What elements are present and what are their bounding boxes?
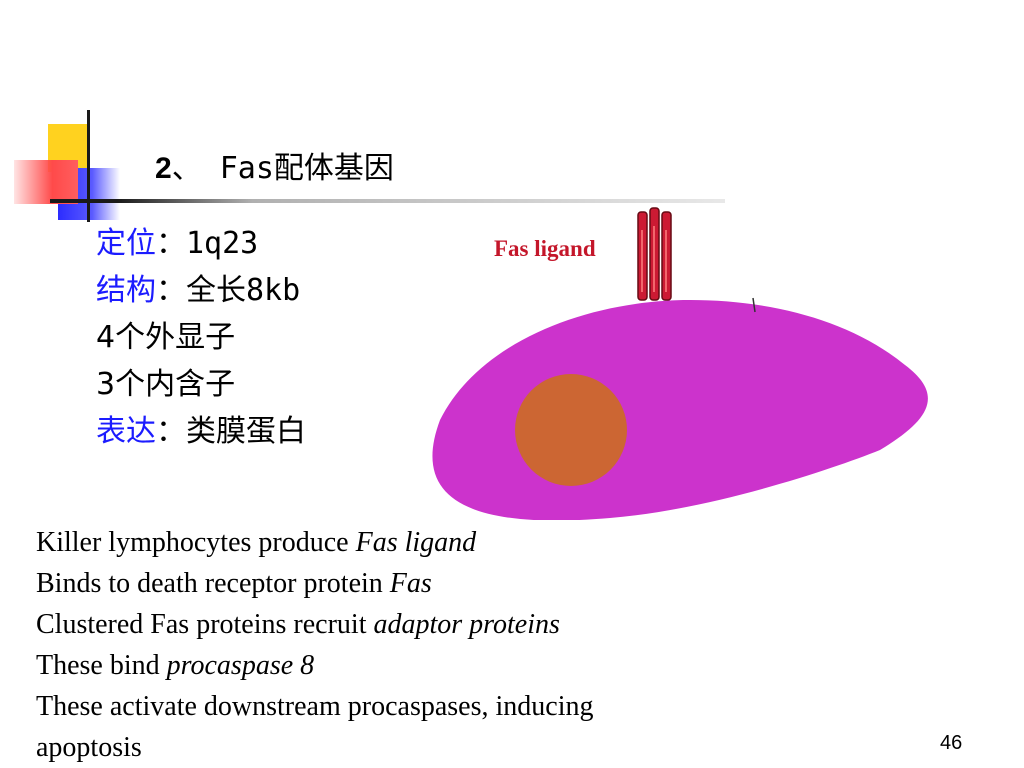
gene-info-list: 定位：1q23 结构：全长8kb 4个外显子 3个内含子 表达：类膜蛋白 xyxy=(96,220,306,455)
title-underline xyxy=(50,199,725,203)
title-text: 、 Fas配体基因 xyxy=(171,151,394,186)
fas-ligand-cell-diagram: Fas ligand xyxy=(432,207,928,520)
fas-ligand-protein xyxy=(637,207,672,301)
description-line: These activate downstream procaspases, i… xyxy=(36,691,594,722)
cell-body xyxy=(432,300,928,520)
decor-vertical-line xyxy=(87,110,90,222)
description-line: These bind procaspase 8 xyxy=(36,650,315,681)
info-key: 表达 xyxy=(96,414,156,449)
description-line: apoptosis xyxy=(36,732,142,763)
description-line: Binds to death receptor protein Fas xyxy=(36,568,432,599)
info-value: ：全长8kb xyxy=(156,273,301,308)
info-introns: 3个内含子 xyxy=(96,361,306,408)
info-value: ：类膜蛋白 xyxy=(156,414,306,449)
info-key: 定位 xyxy=(96,226,156,261)
cell-nucleus xyxy=(515,374,627,486)
title-number: 2 xyxy=(155,152,172,185)
info-structure: 结构：全长8kb xyxy=(96,267,306,314)
info-location: 定位：1q23 xyxy=(96,220,306,267)
info-key: 结构 xyxy=(96,273,156,308)
info-value: 4个外显子 xyxy=(96,320,236,355)
description: Killer lymphocytes produce Fas ligand Bi… xyxy=(36,522,736,768)
slide-title: 2、 Fas配体基因 xyxy=(155,143,394,187)
description-line: Clustered Fas proteins recruit adaptor p… xyxy=(36,609,560,640)
membrane-mark xyxy=(752,297,756,313)
page-number: 46 xyxy=(940,732,963,754)
fas-ligand-label: Fas ligand xyxy=(494,236,596,261)
description-line: Killer lymphocytes produce Fas ligand xyxy=(36,527,477,558)
decor-red-square xyxy=(14,160,78,204)
info-value: ：1q23 xyxy=(156,226,259,261)
info-value: 3个内含子 xyxy=(96,367,236,402)
info-expression: 表达：类膜蛋白 xyxy=(96,408,306,455)
info-exons: 4个外显子 xyxy=(96,314,306,361)
